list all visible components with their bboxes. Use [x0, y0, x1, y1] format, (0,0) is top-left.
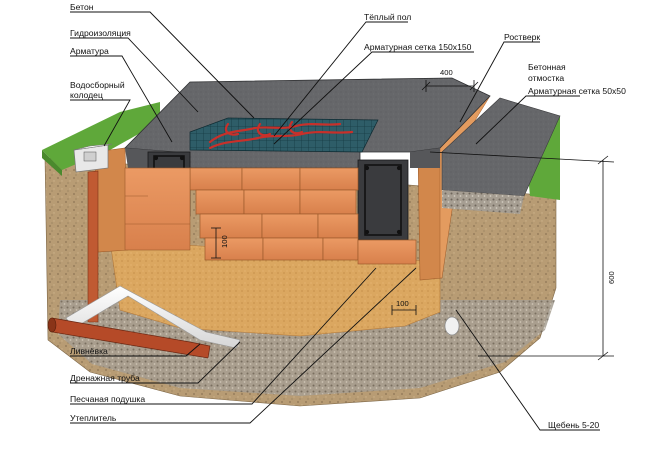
left-wall-bricks — [124, 167, 191, 251]
label-otmostka-2: отмостка — [528, 73, 564, 83]
label-uteplitel: Утеплитель — [70, 413, 117, 423]
label-rostverk: Ростверк — [504, 32, 540, 42]
label-gidroizolyatsiya: Гидроизоляция — [70, 28, 131, 38]
label-vodosbornyi-2: колодец — [70, 90, 103, 100]
label-drenazhnaya: Дренажная труба — [70, 373, 140, 383]
label-armatura: Арматура — [70, 46, 109, 56]
dimension-100-brick-label: 100 — [220, 235, 229, 248]
leader-lines — [70, 11, 600, 431]
label-setka-150: Арматурная сетка 150х150 — [364, 42, 472, 52]
label-beton: Бетон — [70, 2, 94, 12]
rebar-beam-right — [357, 159, 409, 241]
label-setka-50: Арматурная сетка 50х50 — [528, 86, 626, 96]
dimension-400 — [421, 80, 479, 92]
otmostka-slab — [441, 97, 561, 197]
dimension-600-label: 600 — [607, 271, 616, 284]
dimension-100-brick — [211, 227, 221, 259]
dimension-100-gravel-label: 100 — [396, 299, 409, 308]
dimension-400-label: 400 — [440, 68, 453, 77]
label-teplyi-pol: Тёплый пол — [364, 12, 411, 22]
label-vodosbornyi-1: Водосборный — [70, 80, 125, 90]
label-peschanaya: Песчаная подушка — [70, 394, 145, 404]
label-otmostka-1: Бетонная — [528, 62, 566, 72]
label-livnevka: Ливнёвка — [70, 346, 108, 356]
dimension-600 — [429, 151, 615, 361]
insulation-blocks — [189, 167, 417, 265]
heating-pipes — [208, 120, 354, 150]
drain-pipe-end — [444, 316, 460, 336]
grass-left — [42, 102, 160, 170]
dimension-100-gravel — [391, 305, 417, 315]
label-shcheben: Щебень 5-20 — [548, 420, 599, 430]
collection-well — [73, 143, 113, 323]
